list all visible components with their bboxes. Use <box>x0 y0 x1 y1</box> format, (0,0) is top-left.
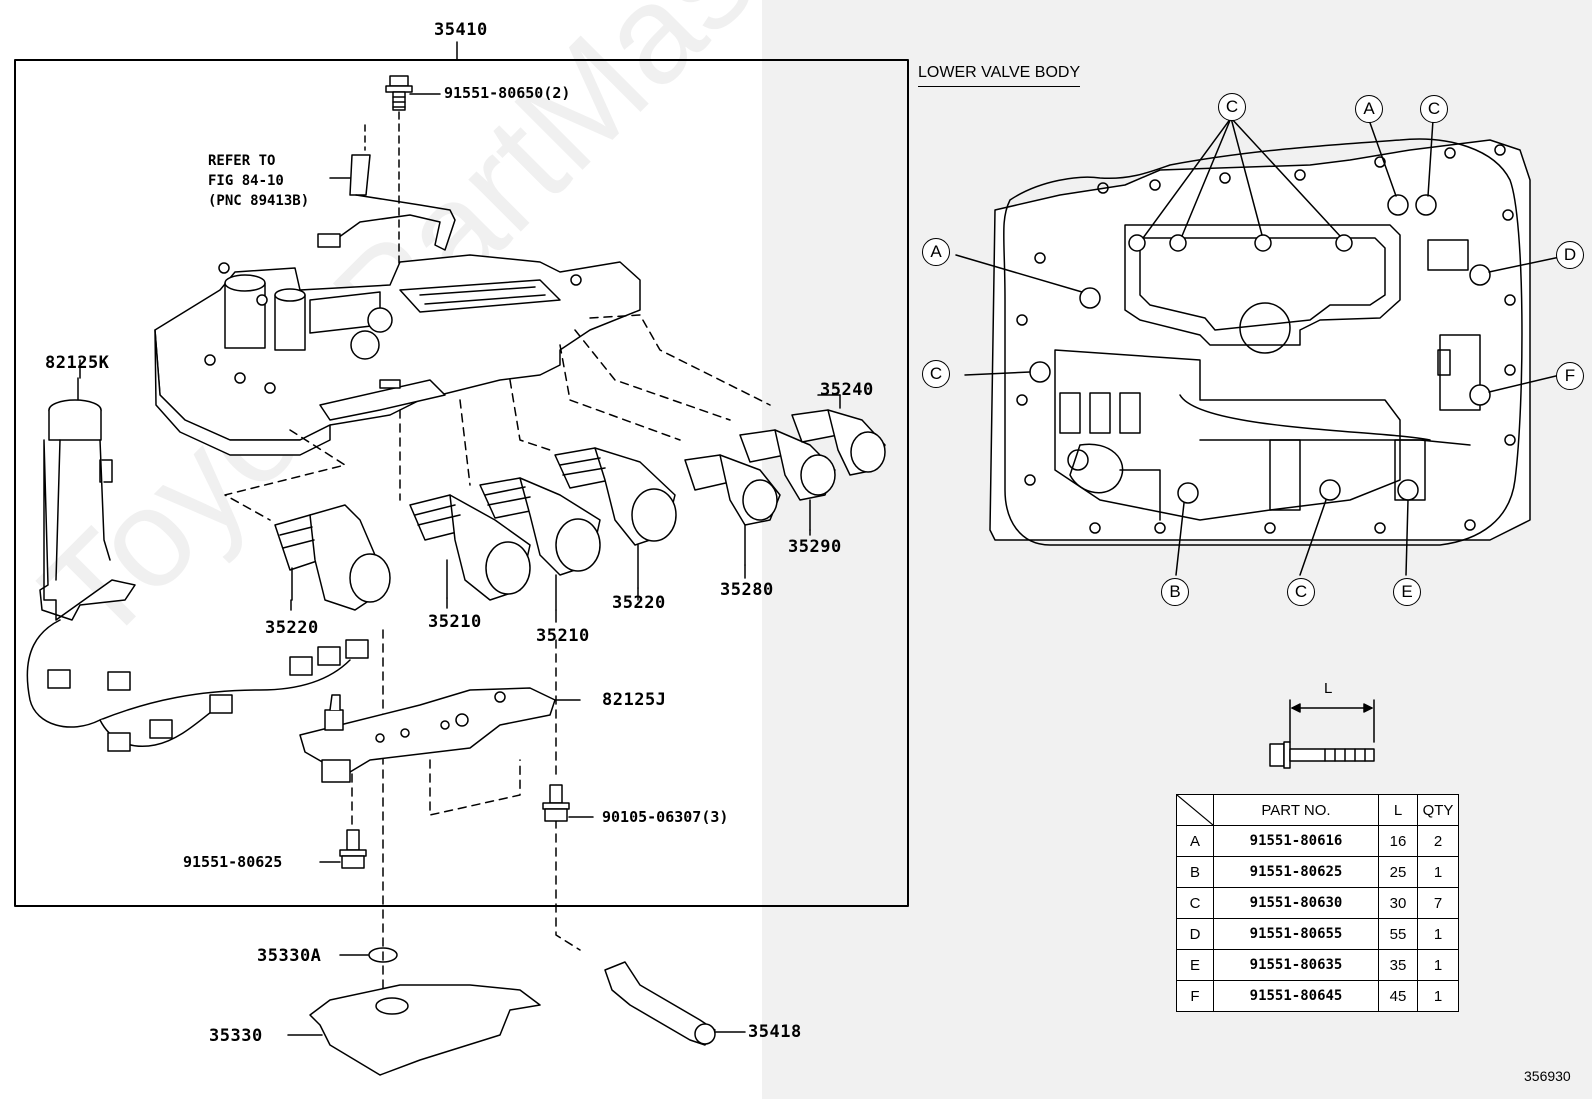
label-35280: 35280 <box>720 580 774 600</box>
valve-body <box>154 254 641 456</box>
row-part-no: 91551-80616 <box>1213 825 1379 857</box>
callout-c-top: C <box>1218 93 1246 121</box>
label-35330A: 35330A <box>257 946 322 966</box>
header-part-no: PART NO. <box>1213 794 1379 826</box>
table-row: B 91551-80625 25 1 <box>1176 856 1459 888</box>
row-part-no: 91551-80635 <box>1213 949 1379 981</box>
solenoid-35210-right <box>479 477 601 611</box>
label-35290: 35290 <box>788 537 842 557</box>
row-qty: 1 <box>1417 949 1459 981</box>
section-title: LOWER VALVE BODY <box>918 64 1081 87</box>
table-row: D 91551-80655 55 1 <box>1176 918 1459 950</box>
row-key: B <box>1176 856 1214 888</box>
assembly-label: 35410 <box>434 20 488 40</box>
solenoid-plate-82125J <box>299 687 581 783</box>
solenoid-35220-right <box>554 447 677 589</box>
diagonal-icon <box>1177 795 1213 825</box>
label-35220-left: 35220 <box>265 618 319 638</box>
label-82125K: 82125K <box>45 353 110 373</box>
callout-b-bottom: B <box>1161 578 1189 606</box>
callout-d-right: D <box>1556 241 1584 269</box>
row-length: 45 <box>1378 980 1418 1012</box>
row-key: D <box>1176 918 1214 950</box>
label-bolt-91551-80625: 91551-80625 <box>183 853 283 871</box>
table-corner-cell <box>1176 794 1214 826</box>
header-qty: QTY <box>1417 794 1459 826</box>
row-qty: 1 <box>1417 918 1459 950</box>
row-length: 35 <box>1378 949 1418 981</box>
row-qty: 1 <box>1417 856 1459 888</box>
bolt-top <box>385 75 441 111</box>
label-bolt-top: 91551-80650(2) <box>444 84 571 102</box>
row-length: 25 <box>1378 856 1418 888</box>
callout-f-right: F <box>1556 362 1584 390</box>
connector-35418 <box>604 961 746 1046</box>
label-35210-right: 35210 <box>536 626 590 646</box>
label-82125J: 82125J <box>602 690 667 710</box>
label-35330: 35330 <box>209 1026 263 1046</box>
row-qty: 7 <box>1417 887 1459 919</box>
callout-c-left: C <box>922 360 950 388</box>
table-row: A 91551-80616 16 2 <box>1176 825 1459 857</box>
table-row: C 91551-80630 30 7 <box>1176 887 1459 919</box>
row-qty: 1 <box>1417 980 1459 1012</box>
row-part-no: 91551-80625 <box>1213 856 1379 888</box>
row-key: A <box>1176 825 1214 857</box>
o-ring-35330A <box>339 947 398 963</box>
solenoid-label-leaders <box>290 529 811 623</box>
callout-a-left: A <box>922 238 950 266</box>
solenoid-35280 <box>684 454 781 566</box>
row-key: E <box>1176 949 1214 981</box>
solenoid-35240 <box>791 394 886 476</box>
label-35210-left: 35210 <box>428 612 482 632</box>
header-l: L <box>1378 794 1418 826</box>
bolt-spec-table: PART NO. L QTY A 91551-80616 16 2 B 9155… <box>1176 794 1459 1012</box>
label-35418: 35418 <box>748 1022 802 1042</box>
assembly-frame <box>14 59 909 907</box>
solenoid-35210-left <box>409 494 531 601</box>
row-part-no: 91551-80645 <box>1213 980 1379 1012</box>
table-row: F 91551-80645 45 1 <box>1176 980 1459 1012</box>
label-35220-right: 35220 <box>612 593 666 613</box>
table-header-row: PART NO. L QTY <box>1176 794 1459 826</box>
callout-e-bottom: E <box>1393 578 1421 606</box>
row-key: F <box>1176 980 1214 1012</box>
bolt-90105 <box>542 784 594 822</box>
row-qty: 2 <box>1417 825 1459 857</box>
row-length: 30 <box>1378 887 1418 919</box>
refer-note: REFER TO FIG 84-10 (PNC 89413B) <box>208 153 310 209</box>
solenoid-35220-left <box>274 504 391 611</box>
row-length: 55 <box>1378 918 1418 950</box>
table-row: E 91551-80635 35 1 <box>1176 949 1459 981</box>
wiring-harness-82125K <box>26 359 369 752</box>
oil-strainer-35330 <box>287 984 541 1076</box>
lower-valve-body <box>955 117 1561 576</box>
row-length: 16 <box>1378 825 1418 857</box>
figure-number: 356930 <box>1524 1068 1571 1084</box>
bolt-length-label: L <box>1324 680 1333 697</box>
solenoid-35290 <box>739 429 836 531</box>
row-part-no: 91551-80655 <box>1213 918 1379 950</box>
solenoid-leaders <box>224 314 771 1001</box>
label-bolt-90105: 90105-06307(3) <box>602 808 729 826</box>
callout-c-bottom: C <box>1287 578 1315 606</box>
row-part-no: 91551-80630 <box>1213 887 1379 919</box>
row-key: C <box>1176 887 1214 919</box>
callout-a-top: A <box>1355 95 1383 123</box>
bolt-91551-80625 <box>319 829 367 869</box>
callout-c-top-right: C <box>1420 95 1448 123</box>
bolt-dimension-drawing <box>1269 699 1375 769</box>
sensor-harness-ref <box>317 124 456 251</box>
label-35240: 35240 <box>820 380 874 400</box>
